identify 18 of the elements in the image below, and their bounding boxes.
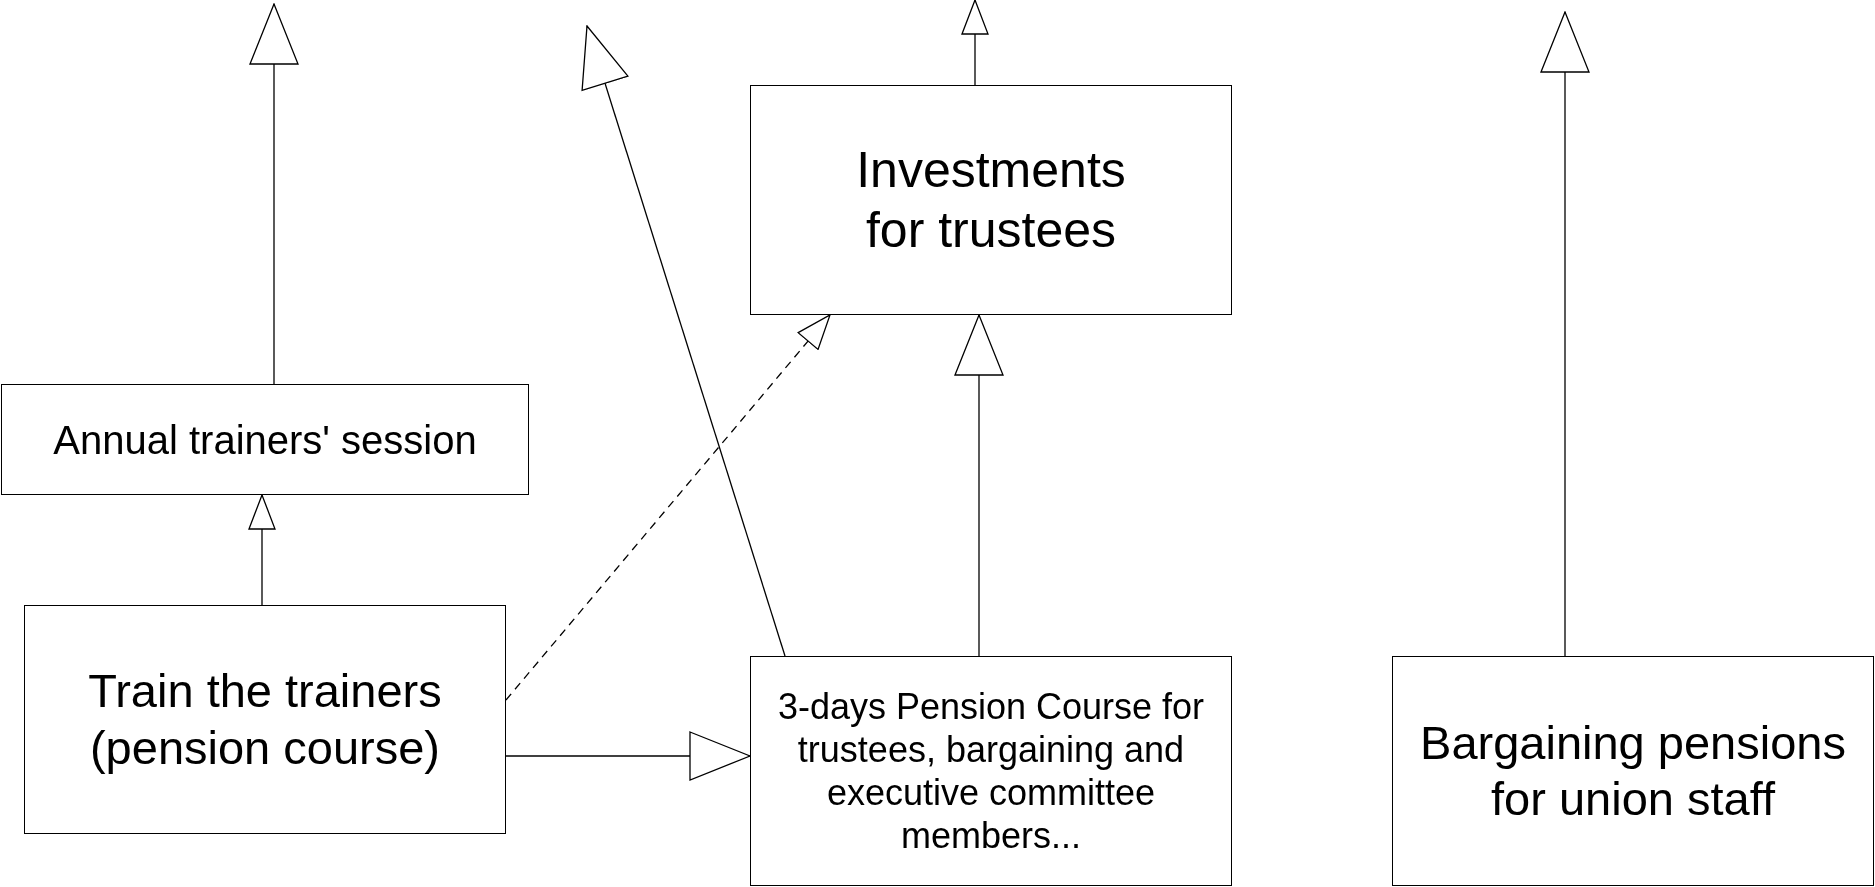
arrow bbox=[954, 314, 1004, 657]
arrow bbox=[505, 314, 831, 701]
box-label: Annual trainers' session bbox=[53, 416, 477, 464]
process-box bbox=[1, 384, 529, 495]
box-label: Bargaining pensions for union staff bbox=[1419, 714, 1847, 827]
box-label: 3-days Pension Course for trustees, bargaining and executive committee members... bbox=[776, 684, 1206, 858]
arrow bbox=[961, 0, 989, 86]
arrow bbox=[249, 3, 299, 385]
arrow bbox=[581, 25, 786, 657]
process-box bbox=[1392, 656, 1874, 886]
process-box bbox=[24, 605, 506, 834]
arrow bbox=[505, 731, 751, 781]
box-label: Train the trainers (pension course) bbox=[87, 663, 443, 776]
process-box bbox=[750, 85, 1232, 315]
process-box bbox=[750, 656, 1232, 886]
arrow bbox=[248, 494, 276, 606]
arrow bbox=[1540, 11, 1590, 657]
box-label: Investments for trustees bbox=[855, 141, 1127, 260]
